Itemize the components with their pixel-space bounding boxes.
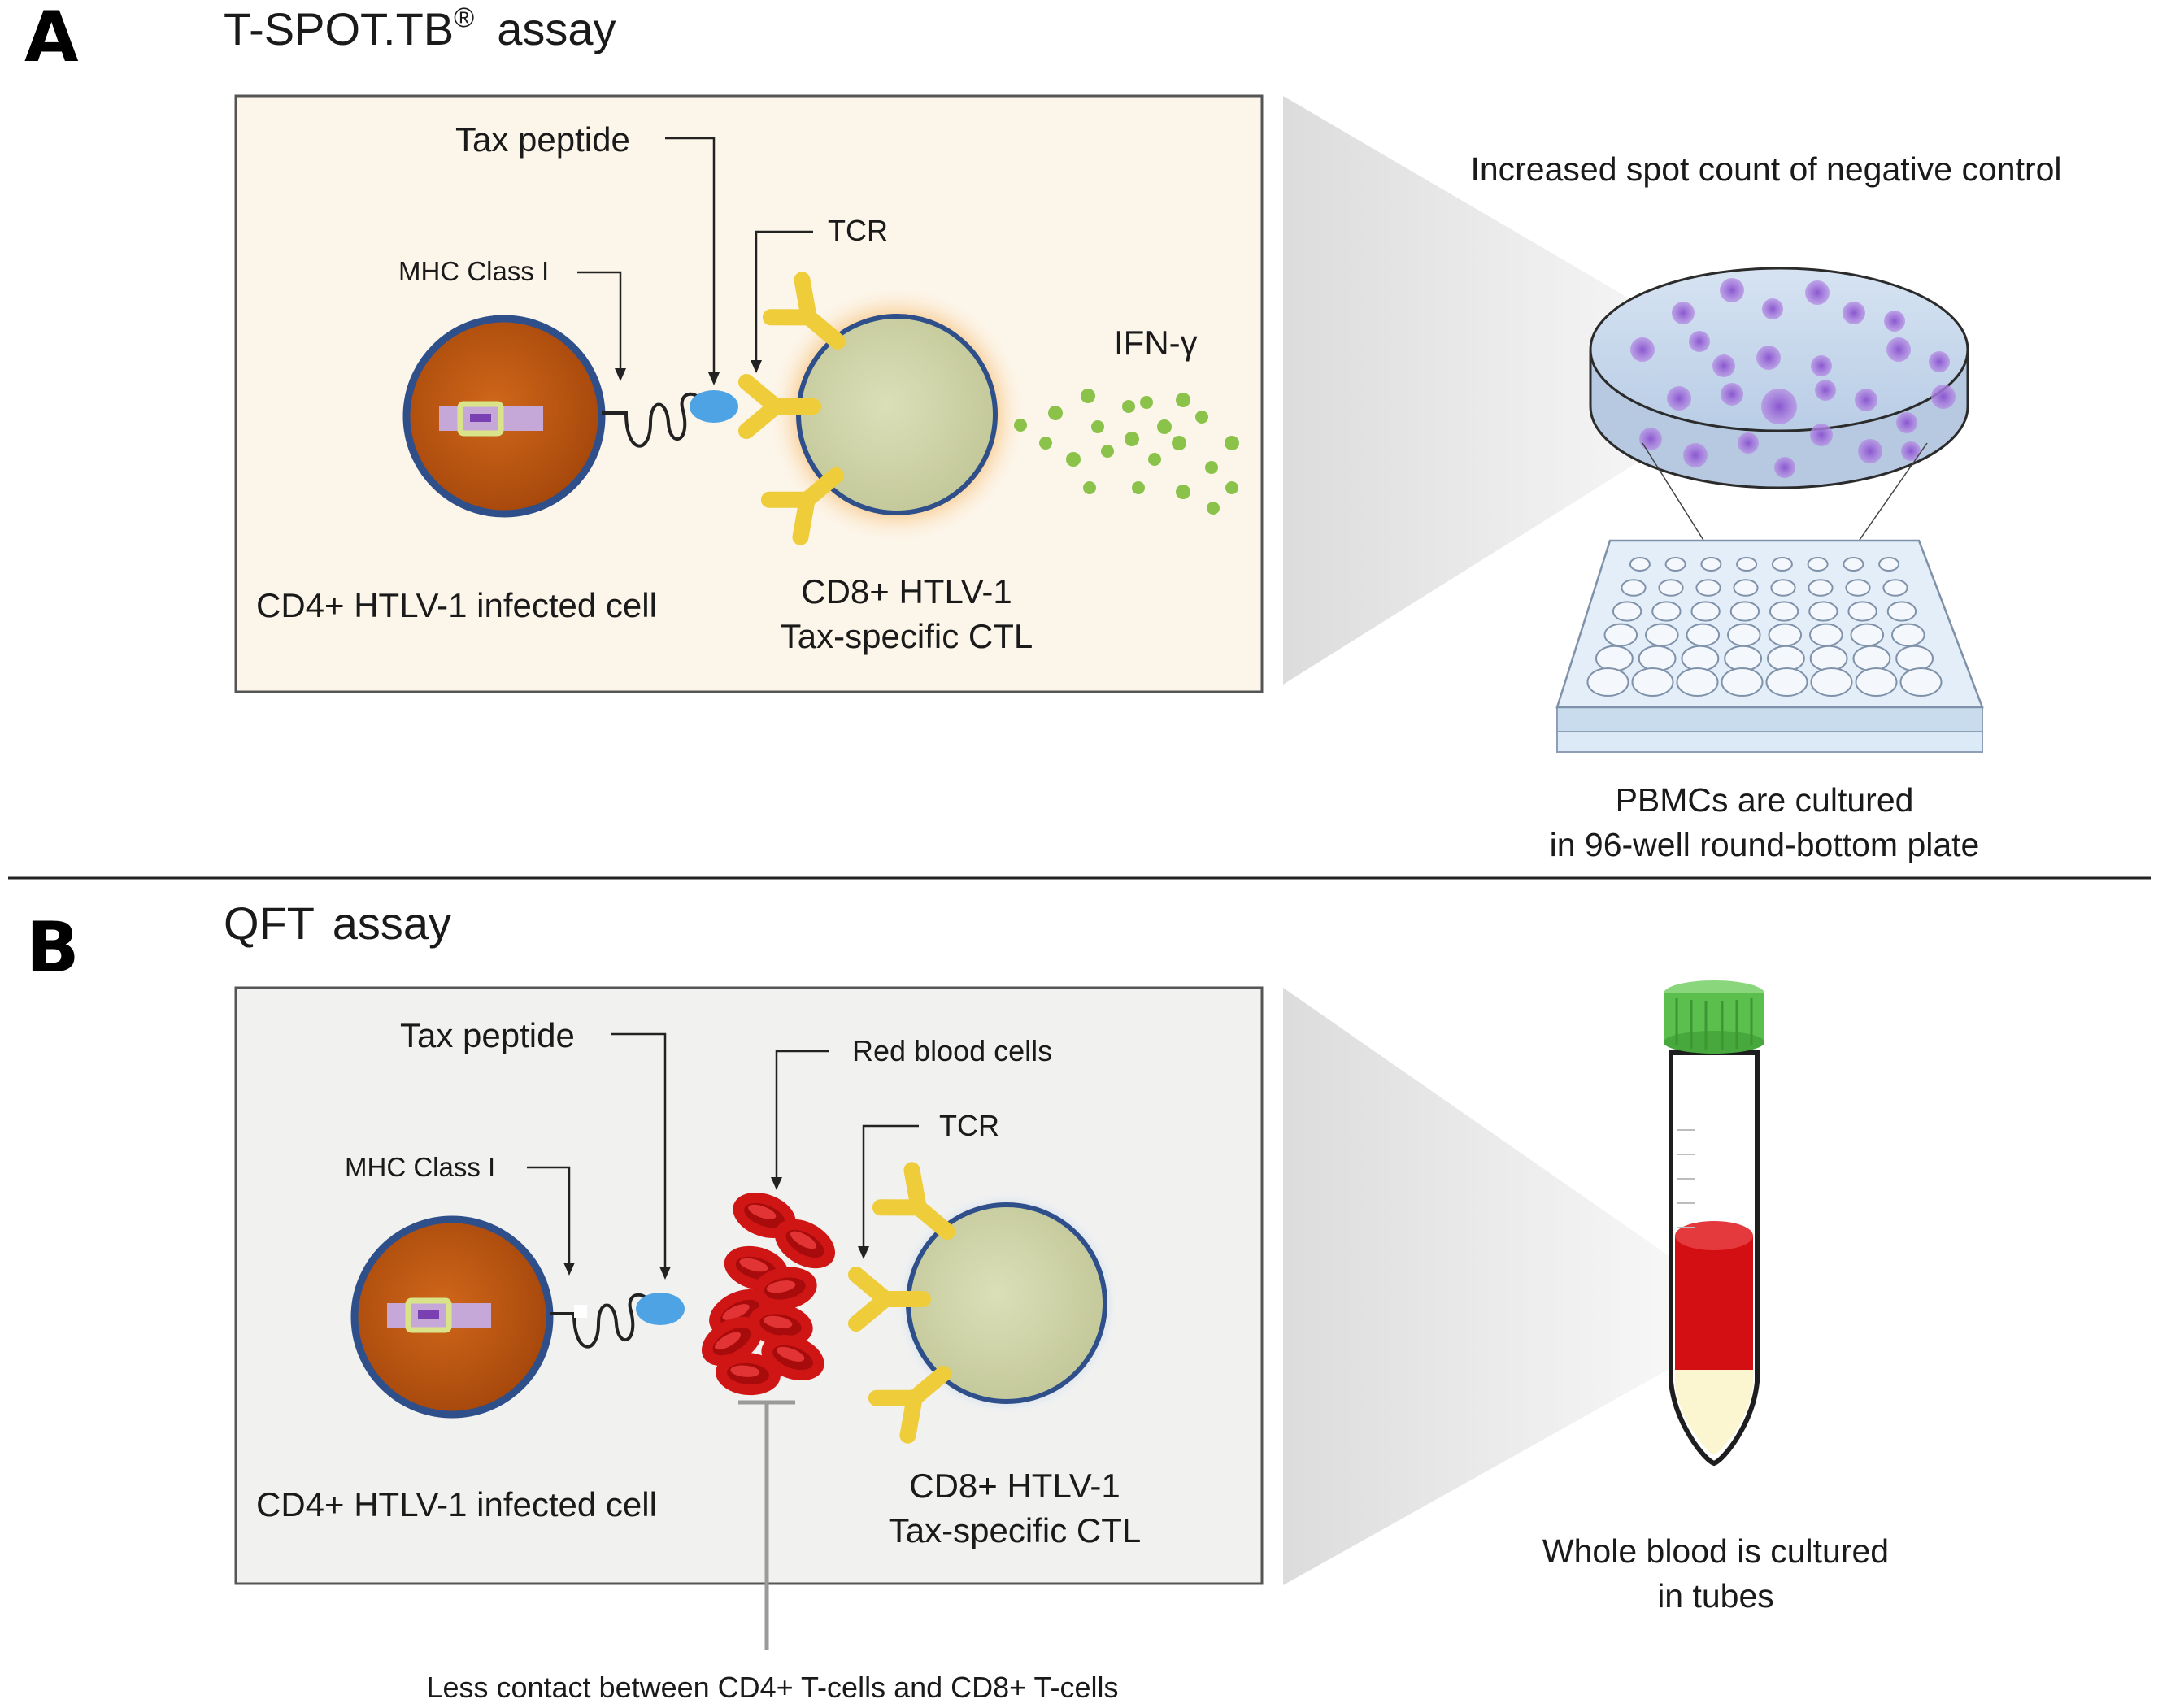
well [1733, 579, 1759, 597]
panel-a-infected-cell [402, 315, 606, 518]
well [1845, 579, 1871, 597]
panel-b-mhc-base [574, 1305, 587, 1318]
panel-a-letter: A [24, 0, 79, 78]
panel-a-projection [1283, 96, 1675, 685]
panel-b-title: QFT assay [224, 897, 451, 949]
well [1899, 667, 1943, 697]
panel-b-infected-cell [350, 1215, 554, 1419]
well [1727, 623, 1761, 647]
well [1850, 623, 1885, 647]
panel-b-mhc-label: MHC Class I [345, 1152, 495, 1182]
well [1695, 579, 1721, 597]
well [1769, 601, 1799, 622]
well [1770, 579, 1796, 597]
panel-b-tcr-label: TCR [939, 1109, 999, 1142]
panel-b-title-suffix: assay [333, 897, 451, 949]
well [1843, 557, 1864, 572]
well [1771, 557, 1793, 572]
well [1686, 623, 1721, 647]
well [1807, 557, 1829, 572]
panel-b-contact-note: Less contact between CD4+ T-cells and CD… [426, 1671, 1118, 1704]
panel-a-plate-caption-1: PBMCs are cultured [1616, 781, 1914, 819]
well [1621, 579, 1647, 597]
well [1651, 601, 1682, 622]
panel-b-tube-cap [1664, 980, 1764, 1054]
panel-a-title: T-SPOT.TB® assay [224, 2, 616, 54]
panel-b-arrowheads [563, 1177, 869, 1280]
well [1847, 601, 1877, 622]
well [1721, 667, 1764, 697]
well [1595, 645, 1634, 672]
well [1724, 645, 1763, 672]
well [1765, 667, 1808, 697]
well [1700, 557, 1722, 572]
well [1852, 645, 1891, 672]
panel-a-ifn-dots [1014, 389, 1239, 515]
panel-a-plate-caption-2: in 96-well round-bottom plate [1550, 826, 1980, 863]
well [1891, 623, 1925, 647]
panel-b-tube [1669, 1028, 1760, 1467]
panel-a-title-suffix: assay [497, 3, 616, 54]
well [1729, 601, 1760, 622]
well [1631, 667, 1674, 697]
panel-b-projection [1283, 988, 1675, 1585]
well [1612, 601, 1642, 622]
well [1855, 667, 1898, 697]
panel-a-title-main: T-SPOT.TB [224, 3, 454, 54]
well [1768, 623, 1803, 647]
well [1586, 667, 1629, 697]
panel-a-title-sup: ® [454, 2, 474, 33]
well [1603, 623, 1638, 647]
well [1809, 645, 1848, 672]
well [1882, 579, 1908, 597]
well [1810, 667, 1853, 697]
well [1886, 601, 1917, 622]
well [1629, 557, 1651, 572]
well [1676, 667, 1719, 697]
panel-a-cd4-label: CD4+ HTLV-1 infected cell [256, 586, 657, 624]
panel-a-wells [1586, 557, 1943, 697]
panel-b-cd4-label: CD4+ HTLV-1 infected cell [256, 1485, 657, 1523]
panel-b-contact-connector [738, 1400, 795, 1650]
well [1658, 579, 1684, 597]
panel-a-dish-caption: Increased spot count of negative control [1470, 150, 2061, 188]
panel-a-tax-peptide-label: Tax peptide [455, 120, 630, 159]
panel-b-rbc-label: Red blood cells [852, 1034, 1052, 1067]
well [1808, 601, 1838, 622]
well [1736, 557, 1758, 572]
panel-b-title-main: QFT [224, 897, 314, 949]
well [1809, 623, 1843, 647]
panel-a-leaders [577, 137, 813, 374]
well [1895, 645, 1934, 672]
panel-a-mhc-label: MHC Class I [398, 256, 549, 286]
well [1664, 557, 1686, 572]
panel-a-arrowheads [615, 360, 762, 385]
panel-a-mhc-molecule [602, 392, 705, 448]
panel-b-cd8-label-1: CD8+ HTLV-1 [909, 1467, 1120, 1505]
panel-a-tax-peptide [690, 390, 738, 423]
panel-a-cd8-label-1: CD8+ HTLV-1 [801, 572, 1012, 611]
well [1681, 645, 1720, 672]
well [1767, 645, 1805, 672]
panel-b-cd8-label-2: Tax-specific CTL [889, 1511, 1141, 1549]
well [1690, 601, 1721, 622]
panel-b-leaders [527, 1032, 919, 1268]
well [1645, 623, 1679, 647]
panel-b-tax-peptide-label: Tax peptide [400, 1016, 575, 1054]
panel-a-dish-spots [1630, 278, 1956, 478]
panel-a-ifn-label: IFN-γ [1114, 324, 1198, 362]
panel-b-tube-caption-1: Whole blood is cultured [1542, 1532, 1889, 1570]
panel-a-tcr-label: TCR [828, 214, 888, 247]
panel-b-tube-caption-2: in tubes [1657, 1577, 1774, 1615]
panel-b-tax-peptide [636, 1293, 685, 1325]
well [1878, 557, 1900, 572]
well [1638, 645, 1677, 672]
panel-a-cd8-label-2: Tax-specific CTL [781, 617, 1033, 655]
well [1808, 579, 1834, 597]
panel-b-mhc-molecule [550, 1293, 653, 1349]
panel-b-letter: B [26, 907, 80, 989]
